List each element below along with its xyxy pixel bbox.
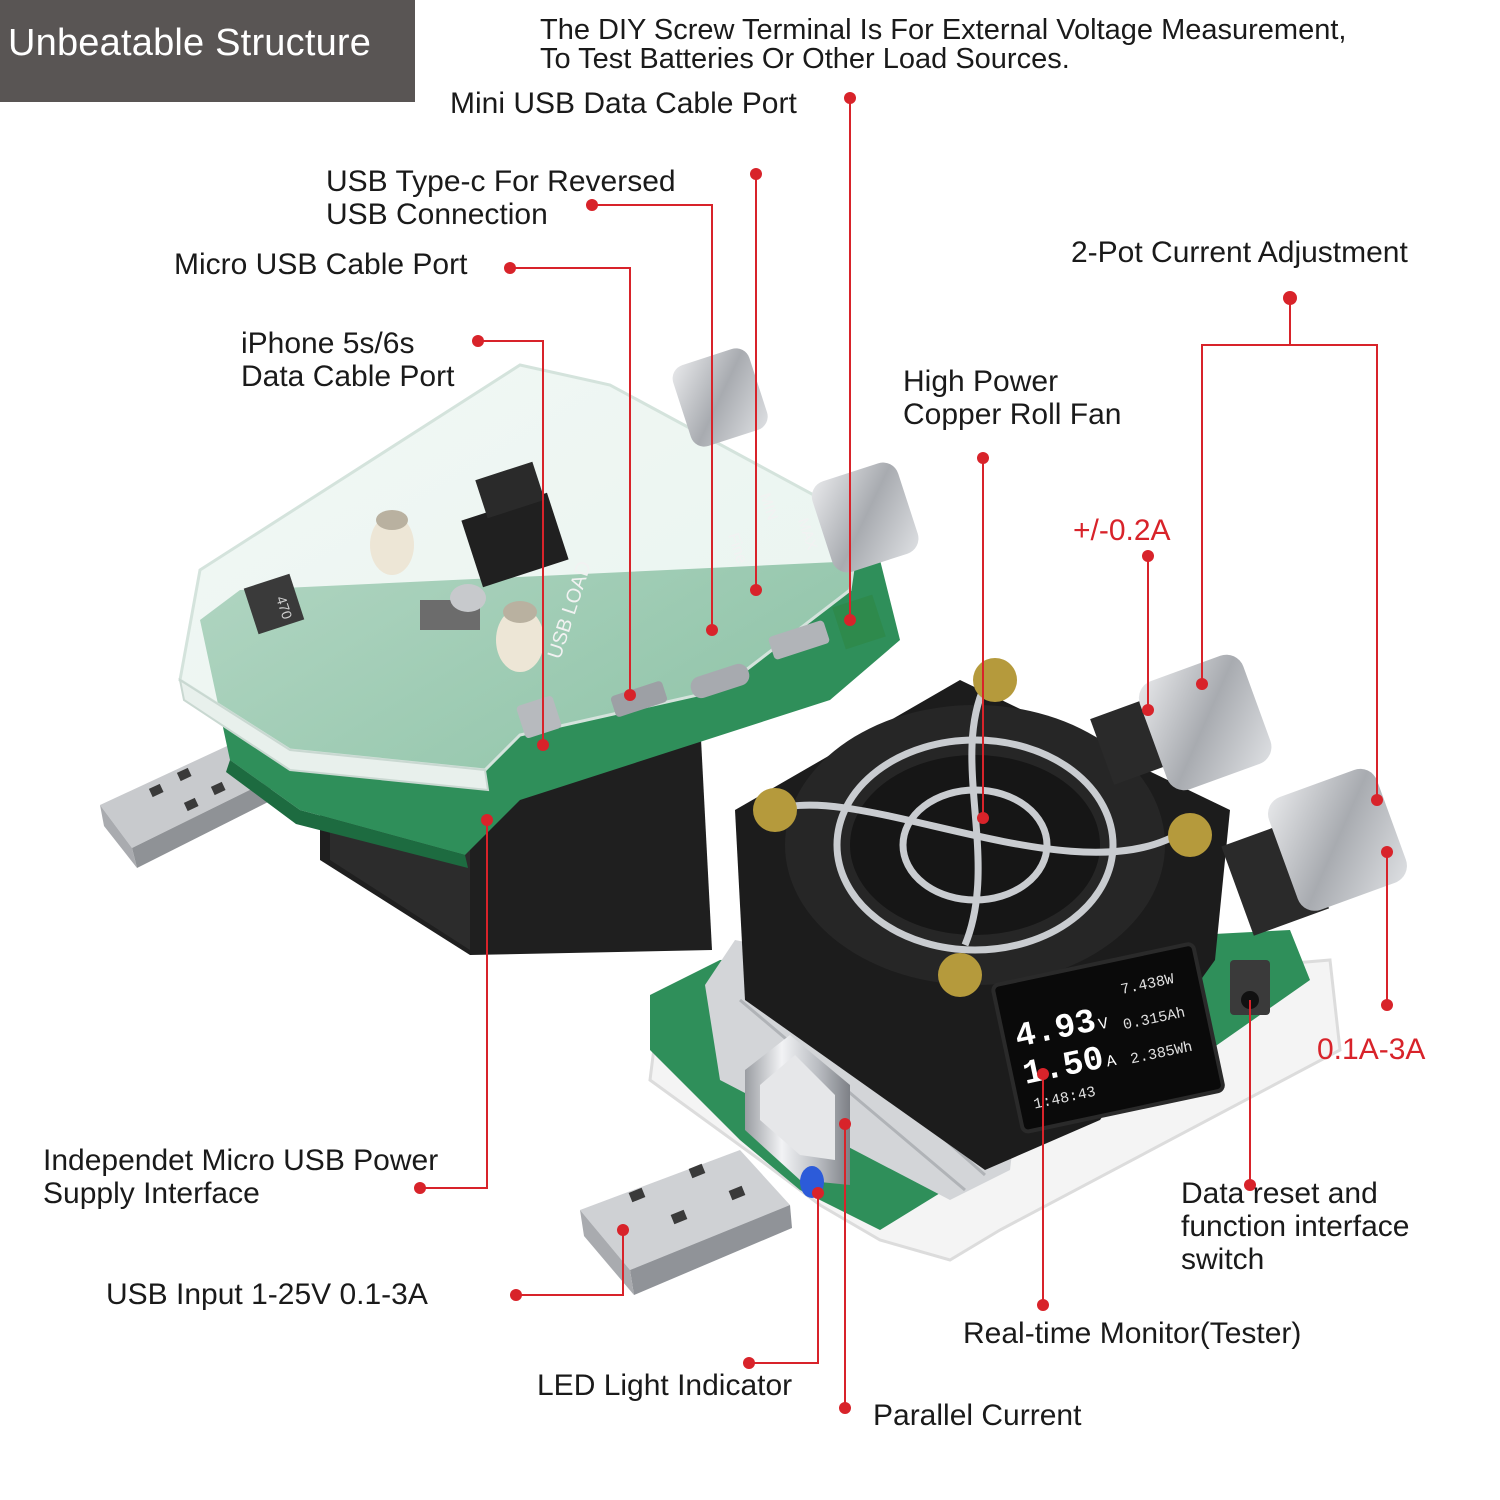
fan-screw — [938, 953, 982, 997]
dot — [504, 262, 516, 274]
dot — [1037, 1068, 1049, 1080]
label-iphone-line2: Data Cable Port — [241, 360, 455, 393]
leader-pot — [1201, 298, 1291, 684]
label-mini-usb: Mini USB Data Cable Port — [450, 87, 797, 120]
dot — [1142, 704, 1154, 716]
dot — [472, 335, 484, 347]
dot — [750, 168, 762, 180]
dot — [1244, 1179, 1256, 1191]
fan-screw — [1168, 813, 1212, 857]
right-knob-coarse — [1221, 768, 1407, 936]
dot — [617, 1224, 629, 1236]
reset-button — [1230, 960, 1270, 1015]
dot — [1381, 999, 1393, 1011]
label-type-c-line2: USB Connection — [326, 198, 548, 231]
oled-screen: 4.93 V 1.50 A 1:48:43 7.438W 0.315Ah 2.3… — [991, 942, 1225, 1134]
dot — [1381, 846, 1393, 858]
label-fan-line1: High Power — [903, 365, 1059, 398]
callout-dots — [414, 92, 1393, 1414]
dot — [839, 1118, 851, 1130]
dot — [537, 739, 549, 751]
label-fan: High Power Copper Roll Fan — [903, 365, 1121, 431]
dot — [750, 584, 762, 596]
label-type-c-line1: USB Type-c For Reversed — [326, 165, 676, 198]
usb-female-port — [745, 1035, 850, 1185]
fan-screw — [973, 658, 1017, 702]
left-device: 470 USB LOAD Fine MAX MIN — [100, 348, 919, 955]
screen-current-unit: A — [1105, 1052, 1119, 1072]
dot — [510, 1289, 522, 1301]
label-led: LED Light Indicator — [537, 1369, 793, 1402]
left-knob-lower — [811, 462, 919, 573]
right-usb-plug — [580, 1150, 792, 1295]
dot — [624, 689, 636, 701]
label-diy-terminal-line1: The DIY Screw Terminal Is For External V… — [540, 14, 1347, 46]
leader-led — [749, 1193, 819, 1364]
iphone-port — [516, 696, 562, 738]
leader-iphone — [478, 340, 544, 745]
mini-usb-port — [768, 620, 830, 660]
micro-usb-port — [610, 681, 668, 717]
label-reset-line2: function interface — [1181, 1210, 1410, 1243]
label-micro-usb: Micro USB Cable Port — [174, 248, 468, 281]
label-parallel: Parallel Current — [873, 1399, 1082, 1432]
label-micro-power: Independet Micro USB Power Supply Interf… — [43, 1144, 438, 1210]
dot — [1283, 291, 1297, 305]
leader-micro-usb — [510, 267, 631, 695]
label-micro-power-line2: Supply Interface — [43, 1177, 260, 1210]
label-fine-range: +/-0.2A — [1073, 514, 1171, 547]
label-monitor: Real-time Monitor(Tester) — [963, 1317, 1302, 1350]
label-fan-line2: Copper Roll Fan — [903, 398, 1122, 431]
title-banner: Unbeatable Structure — [0, 0, 415, 102]
standoff — [496, 608, 544, 672]
dot — [1196, 678, 1208, 690]
dot — [743, 1357, 755, 1369]
label-reset-line1: Data reset and — [1181, 1177, 1378, 1210]
dot — [1142, 550, 1154, 562]
label-diy-terminal-line2: To Test Batteries Or Other Load Sources. — [540, 43, 1070, 75]
dot — [839, 1402, 851, 1414]
leader-pot-coarse — [1290, 344, 1378, 800]
dot — [812, 1187, 824, 1199]
fan-screw — [753, 788, 797, 832]
dot — [586, 199, 598, 211]
leader-micro-power — [420, 820, 488, 1189]
label-iphone-line1: iPhone 5s/6s — [241, 327, 415, 360]
dot — [977, 812, 989, 824]
page-title: Unbeatable Structure — [8, 22, 372, 64]
dot — [1371, 794, 1383, 806]
left-knob-upper — [672, 348, 768, 447]
dot — [414, 1182, 426, 1194]
right-device: 4.93 V 1.50 A 1:48:43 7.438W 0.315Ah 2.3… — [580, 654, 1407, 1295]
standoff — [370, 515, 414, 575]
dot — [481, 814, 493, 826]
label-reset: Data reset and function interface switch — [1181, 1177, 1409, 1276]
label-iphone: iPhone 5s/6s Data Cable Port — [241, 327, 454, 393]
label-usb-input: USB Input 1-25V 0.1-3A — [106, 1278, 428, 1311]
leader-type-c — [592, 204, 713, 630]
left-usb-plug — [100, 740, 272, 868]
screw-terminal — [832, 594, 886, 650]
dot — [977, 452, 989, 464]
dot — [844, 614, 856, 626]
label-reset-line3: switch — [1181, 1243, 1265, 1276]
callout-lines — [420, 98, 1388, 1408]
dot — [844, 92, 856, 104]
dot — [706, 624, 718, 636]
right-knob-fine — [1090, 654, 1272, 791]
label-diy-terminal: The DIY Screw Terminal Is For External V… — [540, 16, 1346, 74]
board-resistor-text: 470 — [273, 594, 296, 621]
label-type-c: USB Type-c For Reversed USB Connection — [326, 165, 676, 231]
label-micro-power-line1: Independet Micro USB Power — [43, 1144, 439, 1177]
label-coarse-range: 0.1A-3A — [1317, 1033, 1426, 1066]
dot — [1037, 1299, 1049, 1311]
leader-usb-input — [516, 1230, 624, 1296]
label-pot-adjust: 2-Pot Current Adjustment — [1071, 236, 1408, 269]
screen-voltage-unit: V — [1097, 1015, 1111, 1035]
type-c-port — [690, 663, 750, 699]
